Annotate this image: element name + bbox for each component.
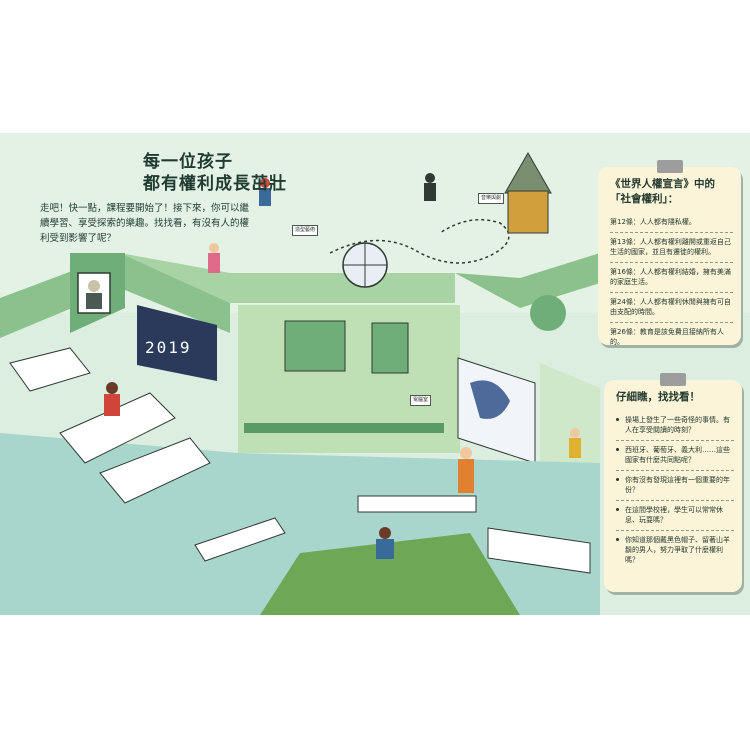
list-item: 操場上發生了一些奇怪的事情。有人在享受閱讀的時刻？ — [616, 411, 734, 441]
list-item: 你知道那個戴黑色帽子、留著山羊鬍的男人，努力爭取了什麼權利嗎？ — [616, 531, 734, 570]
find-card-title: 仔細瞧，找找看！ — [616, 391, 700, 403]
school-illustration — [0, 133, 750, 615]
list-item: 第13條：人人都有權利離開或重返自己生活的國家，並且有遷徙的權利。 — [610, 233, 733, 263]
sign-art: 造型藝術 — [292, 225, 319, 236]
list-item: 西班牙、葡萄牙、義大利……這些國家有什麼共同點呢？ — [616, 441, 734, 471]
list-item: 你有沒有發現這裡有一個重要的年份？ — [616, 471, 734, 501]
list-item: 第12條：人人都有隱私權。 — [610, 213, 733, 233]
blackboard-year: 2019 — [145, 338, 192, 357]
rights-card: 《世界人權宣言》中的「社會權利」： 第12條：人人都有隱私權。 第13條：人人都… — [598, 160, 741, 346]
title-line2: 都有權利成長茁壯 — [143, 174, 287, 194]
sign-lab: 電腦室 — [410, 395, 432, 406]
title-line1: 每一位孩子 — [143, 152, 233, 172]
book-spread: 造型藝術 音樂與劇 電腦室 2019 每一位孩子 都有權利成長茁壯 走吧！快一點… — [0, 133, 750, 615]
sign-music: 音樂與劇 — [478, 193, 505, 204]
list-item: 第26條：教育是該免費且接納所有人的。 — [610, 328, 724, 346]
find-list: 操場上發生了一些奇怪的事情。有人在享受閱讀的時刻？ 西班牙、葡萄牙、義大利……這… — [604, 411, 742, 570]
pin-icon — [656, 160, 683, 173]
rights-list: 第12條：人人都有隱私權。 第13條：人人都有權利離開或重返自己生活的國家，並且… — [598, 213, 741, 352]
rights-card-title: 《世界人權宣言》中的「社會權利」： — [610, 178, 715, 205]
pin-icon — [660, 373, 686, 386]
list-item: 第24條：人人都有權利休閒與擁有可自由支配的時間。 — [610, 293, 733, 323]
page-title: 每一位孩子 都有權利成長茁壯 — [143, 151, 287, 195]
list-item: 在這間學校裡，學生可以常常休息、玩耍嗎？ — [616, 501, 734, 531]
find-card: 仔細瞧，找找看！ 操場上發生了一些奇怪的事情。有人在享受閱讀的時刻？ 西班牙、葡… — [604, 373, 742, 592]
list-item: 第16條：人人都有權利結婚，擁有美滿的家庭生活。 — [610, 263, 733, 293]
intro-text: 走吧！快一點，課程要開始了！接下來，你可以繼續學習、享受探索的樂趣。找找看，有沒… — [40, 203, 250, 244]
